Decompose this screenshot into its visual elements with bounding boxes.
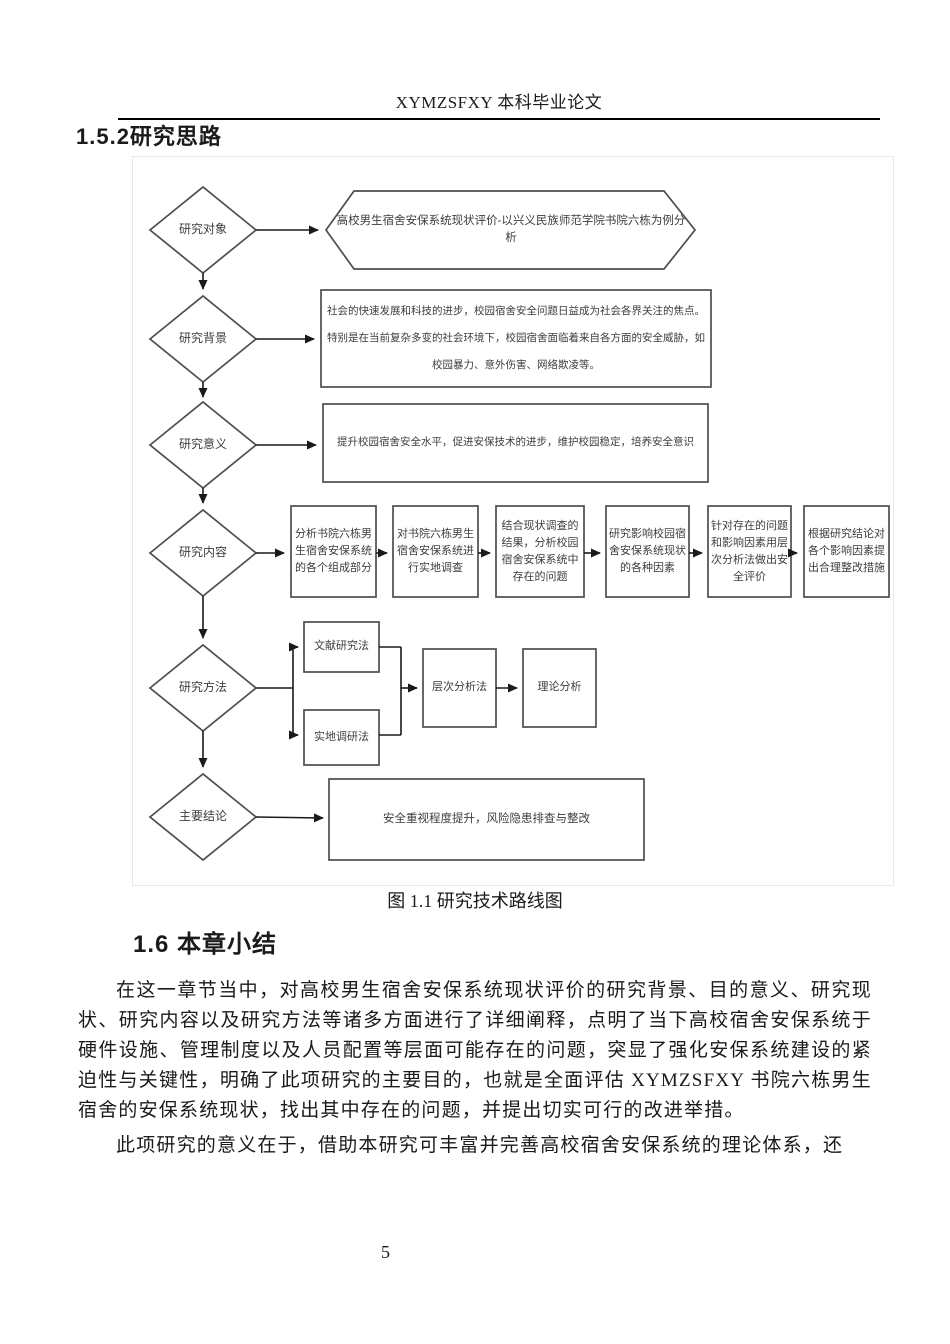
box-shape-background	[320, 289, 712, 388]
method-box-literature: 文献研究法	[314, 640, 369, 653]
flowchart-canvas	[148, 185, 890, 862]
method-box-ahp: 层次分析法	[432, 681, 487, 694]
method-box-field: 实地调研法	[314, 730, 369, 743]
section-heading-1-6: 1.6 本章小结	[133, 931, 278, 958]
header-title: XYMZSFXY 本科毕业论文	[395, 93, 603, 112]
box-shape-method-literature	[303, 621, 380, 673]
box-shape-significance	[322, 403, 709, 483]
line-method-merge	[379, 646, 402, 736]
diamond-research-significance: 研究意义	[178, 437, 227, 452]
content-box-3: 结合现状调查的结果，分析校园宿舍安保系统中存在的问题	[501, 519, 579, 583]
box-shape-conclusion	[328, 778, 645, 861]
body-text: 在这一章节当中，对高校男生宿舍安保系统现状评价的研究背景、目的意义、研究现状、研…	[78, 976, 872, 1161]
page-header: XYMZSFXY 本科毕业论文	[118, 88, 880, 120]
content-box-6: 根据研究结论对各个影响因素提出合理整改措施	[808, 528, 885, 574]
line-method-branch	[256, 647, 294, 735]
content-box-5: 针对存在的问题和影响因素用层次分析法做出安全评价	[711, 519, 788, 583]
box-shape-method-theory	[522, 648, 597, 728]
diamond-research-background: 研究背景	[178, 331, 227, 346]
content-box-1: 分析书院六栋男生宿舍安保系统的各个组成部分	[295, 528, 372, 574]
diamond-research-method: 研究方法	[178, 680, 227, 695]
box-shape-content-6	[803, 505, 890, 598]
significance-box: 提升校园宿舍安全水平，促进安保技术的进步，维护校园稳定，培养安全意识	[337, 436, 694, 449]
box-shape-content-2	[392, 505, 479, 598]
method-box-theory: 理论分析	[537, 681, 582, 694]
conclusion-box: 安全重视程度提升，风险隐患排查与整改	[383, 813, 590, 826]
paragraph-significance: 此项研究的意义在于，借助本研究可丰富并完善高校宿舍安保系统的理论体系，还	[116, 1135, 844, 1156]
background-box: 社会的快速发展和科技的进步，校园宿舍安全问题日益成为社会各界关注的焦点。特别是在…	[327, 305, 705, 371]
box-shape-content-3	[495, 505, 585, 598]
content-box-2: 对书院六栋男生宿舍安保系统进行实地调查	[397, 528, 474, 574]
box-shape-content-5	[707, 505, 792, 598]
page-number: 5	[381, 1242, 390, 1262]
section-heading-1-5-2: 1.5.2研究思路	[76, 124, 222, 149]
content-box-4: 研究影响校园宿舍安保系统现状的各种因素	[609, 528, 686, 574]
box-shape-method-field	[303, 709, 380, 766]
hexagon-shape-topic	[324, 190, 697, 270]
box-shape-content-1	[290, 505, 377, 598]
hexagon-topic-box: 高校男生宿舍安保系统现状评价-以兴义民族师范学院书院六栋为例分析	[336, 215, 686, 244]
figure-caption: 图 1.1 研究技术路线图	[387, 891, 563, 911]
paragraph-summary: 在这一章节当中，对高校男生宿舍安保系统现状评价的研究背景、目的意义、研究现状、研…	[78, 980, 872, 1121]
box-shape-method-ahp	[422, 648, 497, 728]
flowchart-figure: 研究对象 研究背景 研究意义 研究内容 研究方法 主要结论 高校男生宿舍安保系统…	[132, 156, 894, 886]
box-shape-content-4	[605, 505, 690, 598]
arrow-conclusion	[255, 813, 324, 823]
diamond-main-conclusion: 主要结论	[178, 809, 227, 824]
diamond-research-content: 研究内容	[178, 545, 227, 560]
diamond-research-object: 研究对象	[178, 222, 227, 237]
